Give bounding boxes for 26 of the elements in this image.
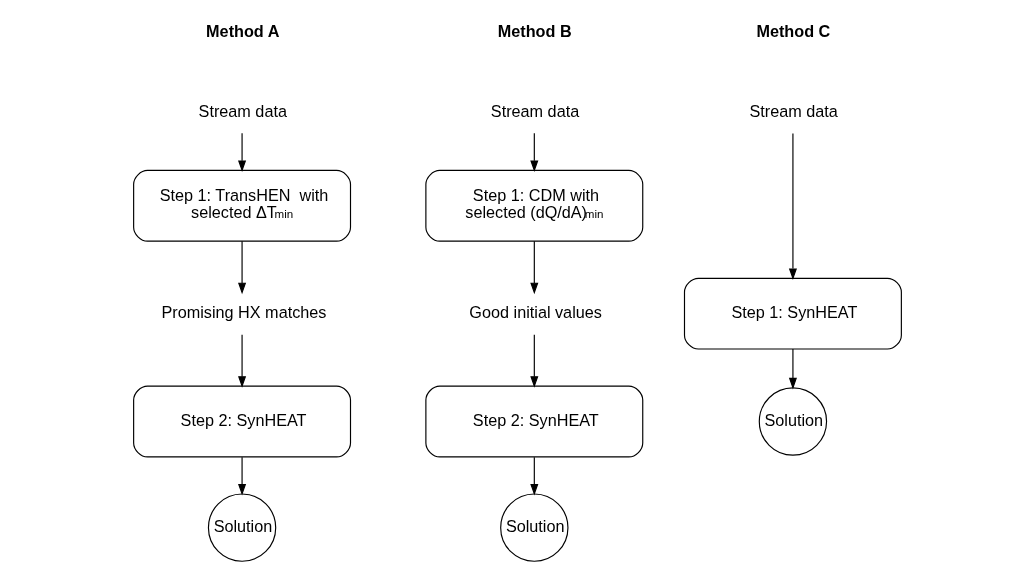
arrow <box>529 240 538 295</box>
node-box: Step 1: SynHEAT <box>683 277 902 350</box>
arrow <box>529 334 538 388</box>
label: Method B <box>497 21 572 40</box>
label: Method A <box>205 21 279 40</box>
node-box: Step 1: CDM with selected (dQ/dA)min <box>424 169 643 242</box>
arrow <box>529 456 538 496</box>
arrow <box>788 348 797 390</box>
node-box: Step 2: SynHEAT <box>132 385 351 458</box>
node-box: Step 2: SynHEAT <box>424 385 643 458</box>
node-text: Good initial values <box>468 302 602 321</box>
label: Method C <box>755 21 830 40</box>
arrow <box>237 334 246 388</box>
node-text: Stream data <box>748 101 838 120</box>
node-circle: Solution <box>499 493 569 562</box>
node-text: Stream data <box>490 101 579 120</box>
node-text: Stream data <box>198 101 287 120</box>
node-box: Step 1: TransHEN with selected ΔTmin <box>132 169 351 242</box>
node-text: Promising HX matches <box>160 302 326 321</box>
arrow <box>529 132 538 172</box>
arrow <box>237 132 246 172</box>
arrow <box>237 456 246 496</box>
arrow <box>788 132 797 280</box>
node-circle: Solution <box>207 493 276 562</box>
node-circle: Solution <box>758 387 827 456</box>
arrow <box>237 240 246 295</box>
